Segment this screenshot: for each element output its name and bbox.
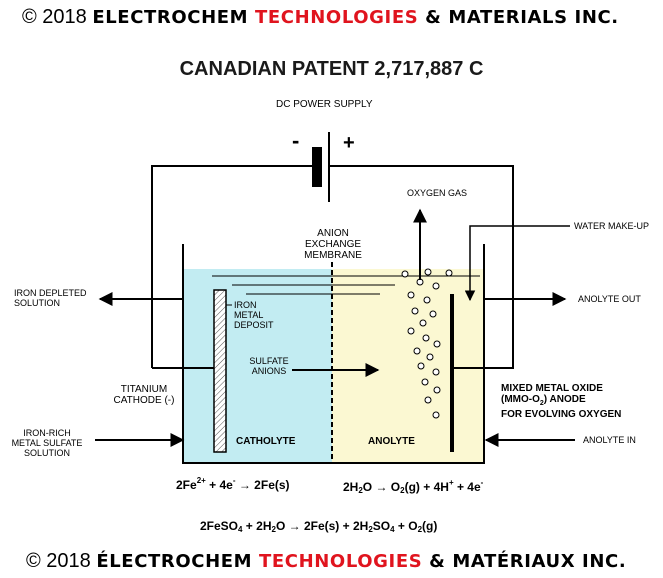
positive-terminal-label: + [343, 132, 355, 154]
oxygen-bubbles [401, 268, 453, 419]
dc-power-supply-label: DC POWER SUPPLY [276, 99, 373, 110]
titanium-cathode [213, 289, 227, 453]
brand-name-suffix: & MATERIALS INC. [418, 7, 619, 28]
water-makeup-label: WATER MAKE-UP [574, 221, 650, 231]
iron-rich-label: IRON-RICH METAL SULFATE SOLUTION [11, 428, 83, 458]
anolyte-label: ANOLYTE [368, 436, 415, 447]
anolyte-out-label: ANOLYTE OUT [578, 294, 641, 304]
brand-name-red: TECHNOLOGIES [259, 551, 423, 572]
anode-equation: 2H2O → O2(g) + 4H+ + 4e- [343, 478, 484, 495]
negative-terminal-label: - [292, 128, 300, 153]
catholyte-label: CATHOLYTE [236, 436, 296, 447]
copyright-text: © 2018 [22, 6, 93, 28]
brand-name-red: TECHNOLOGIES [255, 7, 419, 28]
sulfate-anions-label: SULFATE ANIONS [249, 356, 289, 376]
cathode-equation: 2Fe2+ + 4e- → 2Fe(s) [176, 476, 290, 492]
iron-deposit-label: IRON METAL DEPOSIT [234, 300, 274, 330]
copyright-banner-bottom: © 2018 ÉLECTROCHEM TECHNOLOGIES & MATÉRI… [26, 550, 626, 573]
battery-negative-plate [312, 147, 322, 187]
overall-equation: 2FeSO4 + 2H2O → 2Fe(s) + 2H2SO4 + O2(g) [200, 519, 438, 534]
brand-name: ÉLECTROCHEM [96, 551, 260, 572]
copyright-banner-top: © 2018 ELECTROCHEM TECHNOLOGIES & MATERI… [22, 6, 619, 29]
brand-name: ELECTROCHEM [92, 7, 256, 28]
catholyte-compartment [183, 269, 332, 463]
anolyte-compartment [332, 269, 484, 463]
titanium-cathode-label: TITANIUM CATHODE (-) [113, 384, 175, 406]
water-makeup-arrow [464, 225, 570, 302]
brand-name-suffix: & MATÉRIAUX INC. [422, 551, 627, 572]
copyright-text: © 2018 [26, 550, 97, 572]
circuit-wire [151, 165, 312, 368]
patent-title: CANADIAN PATENT 2,717,887 C [179, 58, 484, 80]
mmo-anode-label: MIXED METAL OXIDE (MMO-O2) ANODE FOR EVO… [501, 383, 622, 420]
anolyte-in-label: ANOLYTE IN [583, 435, 636, 445]
membrane-label: ANION EXCHANGE MEMBRANE [304, 228, 362, 261]
oxygen-gas-label: OXYGEN GAS [407, 188, 468, 198]
iron-depleted-label: IRON DEPLETED SOLUTION [14, 288, 87, 308]
tank-outline [182, 244, 485, 464]
